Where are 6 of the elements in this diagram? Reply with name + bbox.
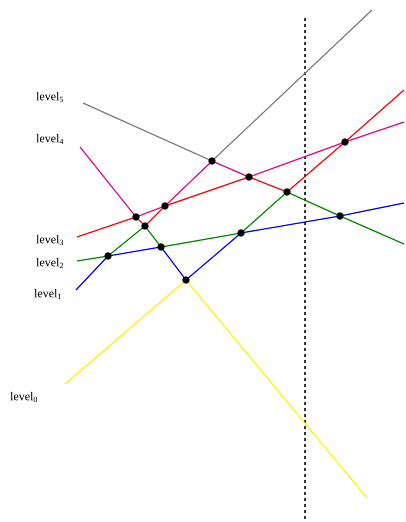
line-label: level$_{5}$ [36,92,64,102]
line-label: level$_{1}$ [34,288,61,300]
line-label: level$_{0}$ [10,392,38,402]
line-label: level$_{2}$ [36,258,63,268]
line-label: level$_{3}$ [36,234,64,246]
line-label: level$_{4}$ [36,134,64,144]
